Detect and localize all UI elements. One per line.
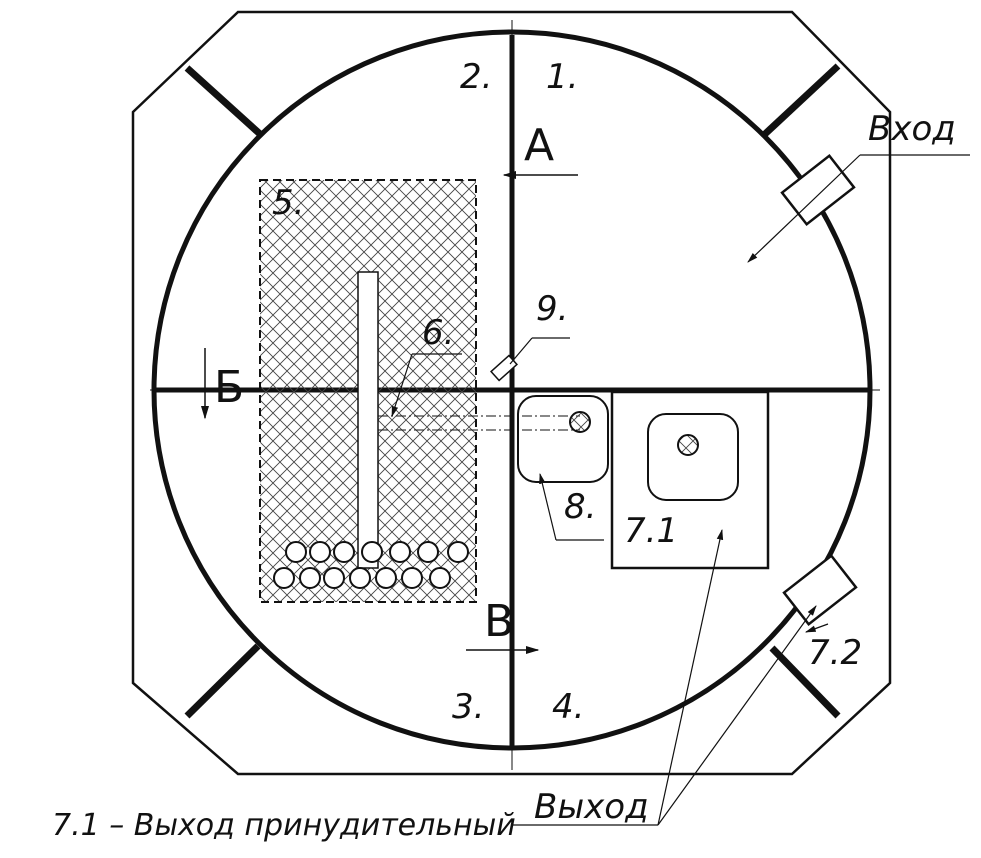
outer-octagon <box>131 10 892 776</box>
zone-6-bar <box>357 271 379 569</box>
legend-caption: 7.1 – Выход принудительный <box>52 808 516 843</box>
circle-row <box>273 541 469 589</box>
section-label-v: В <box>484 596 514 647</box>
corner-brace-sw <box>184 643 261 719</box>
corner-brace-se <box>769 645 841 719</box>
zone-label-7-2: 7.2 <box>808 633 862 673</box>
entrance-leader-arrow <box>747 154 861 263</box>
zone-label-9: 9. <box>536 289 568 329</box>
exit-label: Выход <box>534 787 649 827</box>
zone-label-1: 1. <box>546 57 578 97</box>
zone-label-6: 6. <box>422 313 454 353</box>
zone-8-box <box>517 395 609 483</box>
zone-7-1-room <box>610 390 770 570</box>
zone-8-hole <box>569 411 591 433</box>
zone-7-2-leader <box>804 623 829 633</box>
exit-leader-1 <box>657 528 724 826</box>
zone-label-8: 8. <box>564 487 596 527</box>
zone-7-1-hatch-box <box>647 413 739 501</box>
zone-label-7-1: 7.1 <box>624 511 678 551</box>
exit-door-7-2 <box>782 554 858 626</box>
section-label-a: А <box>524 120 554 171</box>
zone-label-3: 3. <box>452 687 484 727</box>
entrance-label: Вход <box>868 109 956 149</box>
section-label-b: Б <box>214 362 244 413</box>
zone-9-leader-2 <box>509 337 533 365</box>
zone-6-leader-2 <box>391 353 413 418</box>
corner-brace-nw <box>184 65 263 137</box>
exit-leader-2 <box>657 605 817 826</box>
zone-label-5: 5. <box>272 183 304 223</box>
zone-8-leader-2 <box>539 472 557 541</box>
zone-label-2: 2. <box>460 57 492 97</box>
zone-label-4: 4. <box>552 687 584 727</box>
zone-7-1-hole <box>677 434 699 456</box>
entrance-door <box>780 154 856 226</box>
corner-brace-ne <box>762 63 841 137</box>
